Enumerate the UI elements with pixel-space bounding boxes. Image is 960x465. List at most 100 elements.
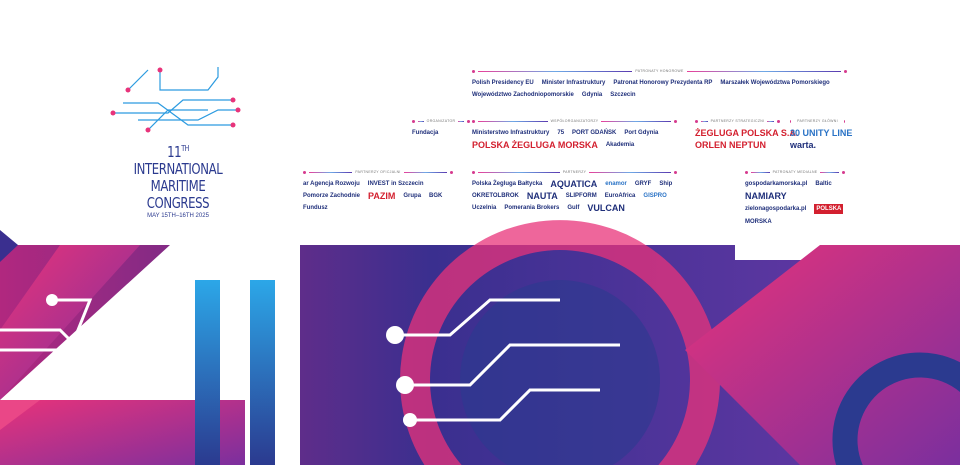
partner-logo[interactable]: Port Gdynia	[624, 130, 659, 136]
partner-logo[interactable]: Polska Żegluga Bałtycka	[472, 181, 543, 187]
partner-logo[interactable]: SLIPFORM	[565, 193, 597, 199]
partner-logo[interactable]: Gdynia	[581, 92, 603, 98]
divider	[418, 120, 424, 122]
partner-logo[interactable]: INVEST in Szczecin	[367, 181, 424, 187]
partner-logo[interactable]: Pomerania Brokers	[504, 205, 560, 211]
partner-logo[interactable]: Marszałek Województwa Pomorskiego	[720, 80, 830, 86]
ring-center	[459, 280, 660, 465]
dot	[695, 119, 698, 123]
divider	[478, 120, 548, 122]
partner-logo[interactable]: Fundacja	[412, 130, 439, 136]
logo-row: ŻEGLUGA POLSKA S.A. ORLEN NEPTUN	[695, 129, 798, 150]
divider	[478, 171, 560, 173]
logo-row: 30 UNITY LINE warta.	[790, 129, 852, 150]
partner-logo[interactable]: Województwo Zachodniopomorskie	[472, 92, 574, 98]
logo-row: Ministerstwo Infrastruktury 75 PORT GDAŃSK…	[472, 129, 677, 150]
partner-logo[interactable]: ŻEGLUGA POLSKA S.A.	[695, 128, 799, 138]
dot	[450, 170, 453, 174]
section-patronaty-honorowe: PATRONATY HONOROWE Polish Presidency EU Mi…	[472, 67, 847, 99]
partner-logo[interactable]: Ship	[659, 181, 673, 187]
pink-diagonal	[0, 245, 140, 400]
partner-logo[interactable]: GISPRO	[643, 193, 667, 199]
partner-logo[interactable]: enamor	[605, 181, 627, 187]
section-partnerzy-strategiczni: PARTNERZY STRATEGICZNI ŻEGLUGA POLSKA S.A…	[695, 117, 798, 150]
dot	[843, 119, 845, 123]
partner-logo[interactable]: EuroAfrica	[604, 193, 636, 199]
dot	[472, 69, 475, 73]
section-header: ORGANIZATOR	[412, 117, 470, 125]
partner-logo[interactable]: 30 UNITY LINE	[790, 128, 853, 138]
partner-logo[interactable]: NAMIARY	[745, 191, 787, 201]
dot	[790, 119, 792, 123]
partner-logo[interactable]: POLSKA ŻEGLUGA MORSKA	[472, 140, 598, 150]
partner-logo[interactable]: POLSKA	[814, 204, 844, 214]
section-partnerzy-g-wni: PARTNERZY GŁÓWNI 30 UNITY LINE warta.	[790, 117, 852, 150]
section-header: PARTNERZY	[472, 168, 678, 176]
big-number-stroke-2	[250, 280, 275, 465]
partner-logo[interactable]: Baltic	[815, 181, 832, 187]
partner-logo[interactable]: Minister Infrastruktury	[541, 80, 606, 86]
dot	[412, 119, 415, 123]
partner-logo[interactable]: Polish Presidency EU	[472, 80, 534, 86]
partner-logo[interactable]: Szczecin	[610, 92, 636, 98]
section-partnerzy: PARTNERZY Polska Żegluga Bałtycka AQUATICA…	[472, 168, 678, 213]
divider	[767, 120, 775, 122]
partner-logo[interactable]: Ministerstwo Infrastruktury	[472, 130, 550, 136]
partner-logo[interactable]: warta.	[790, 140, 817, 150]
partner-logo[interactable]: Fundusz	[303, 205, 328, 211]
partner-logo[interactable]: BGK	[429, 193, 443, 199]
title-line-1: 11TH INTERNATIONAL	[123, 140, 232, 178]
partner-logo[interactable]: Patronat Honorowy Prezydenta RP	[613, 80, 713, 86]
divider	[751, 171, 770, 173]
congress-logo: 11TH INTERNATIONAL MARITIME CONGRESS MAY…	[108, 65, 248, 219]
partner-logo[interactable]: 75	[557, 130, 565, 136]
partner-logo[interactable]: ORLEN NEPTUN	[695, 140, 767, 150]
partner-logo[interactable]: Uczelnia	[472, 205, 497, 211]
section-label: ORGANIZATOR	[426, 119, 456, 123]
partner-logo[interactable]: OKRETOLBROK	[472, 193, 519, 199]
dot	[674, 170, 678, 174]
partner-logo[interactable]: PAZIM	[368, 191, 396, 201]
dot	[467, 119, 470, 123]
section-label: PARTNERZY STRATEGICZNI	[710, 119, 765, 123]
big-number-stroke-1	[195, 280, 220, 465]
circuit-lines	[0, 298, 620, 422]
pink-block-gradient	[0, 400, 245, 465]
dot	[844, 69, 847, 73]
partner-logo[interactable]: MORSKA	[745, 219, 772, 225]
divider	[309, 171, 353, 173]
section-label: PARTNERZY OFICJALNI	[355, 170, 401, 174]
divider	[458, 120, 464, 122]
partner-logo[interactable]: Pomorze Zachodnie	[303, 193, 361, 199]
section-header: PATRONATY HONOROWE	[472, 67, 847, 75]
dot	[777, 119, 781, 123]
divider	[478, 70, 633, 72]
partner-logo[interactable]: PORT GDAŃSK	[572, 130, 617, 136]
partner-logo[interactable]: zielonagospodarka.pl	[745, 206, 807, 212]
event-dates: MAY 15TH–16TH 2025	[147, 213, 209, 219]
partner-logo[interactable]: AQUATICA	[550, 179, 598, 189]
circuit-emblem-icon	[110, 67, 241, 133]
section-label: PATRONATY HONOROWE	[635, 69, 684, 73]
partner-logo[interactable]: VULCAN	[587, 203, 625, 213]
divider	[701, 120, 708, 122]
partner-logo[interactable]: GRYF	[634, 181, 652, 187]
partner-logo[interactable]: gospodarkamorska.pl	[745, 181, 808, 187]
corner-triangle	[0, 230, 18, 262]
dot	[745, 170, 748, 174]
section-label: PARTNERZY GŁÓWNI	[797, 119, 838, 123]
partner-logo[interactable]: ar Agencja Rozwoju	[303, 181, 360, 187]
section-label: PATRONATY MEDIALNE	[772, 170, 818, 174]
partner-logo[interactable]: Grupa	[403, 193, 422, 199]
section-partnerzy-oficjalni: PARTNERZY OFICJALNI ar Agencja Rozwoju INV…	[303, 168, 453, 212]
partner-logo[interactable]: NAUTA	[526, 191, 558, 201]
section-organizator: ORGANIZATOR Fundacja	[412, 117, 470, 137]
partner-logo[interactable]: Akademia	[605, 142, 635, 148]
dot	[472, 119, 475, 123]
dot	[472, 170, 475, 174]
title-line-2: MARITIME CONGRESS	[146, 177, 210, 212]
partner-logo[interactable]: Gulf	[567, 205, 580, 211]
